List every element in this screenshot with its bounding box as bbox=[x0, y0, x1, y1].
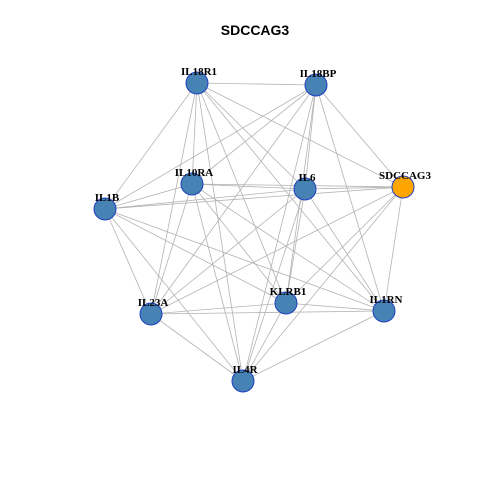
edge-il18r1-il10ra bbox=[191, 82, 198, 185]
edge-il18r1-il1b bbox=[104, 82, 198, 210]
node-klrb1[interactable] bbox=[274, 291, 298, 315]
node-il6[interactable] bbox=[293, 177, 317, 201]
node-label-il23a: IL23A bbox=[138, 297, 169, 309]
edge-il23a-il4r bbox=[150, 313, 244, 382]
edge-il6-klrb1 bbox=[285, 188, 306, 304]
edge-il18r1-il18bp bbox=[196, 82, 317, 86]
edge-il18r1-il1rn bbox=[196, 82, 385, 312]
edge-klrb1-il4r bbox=[242, 302, 287, 382]
edge-il18bp-sdccag3 bbox=[315, 84, 404, 188]
node-il23a[interactable] bbox=[139, 302, 163, 326]
edges-layer bbox=[104, 82, 404, 382]
edge-il10ra-il23a bbox=[150, 183, 193, 315]
edge-il1rn-il4r bbox=[242, 310, 385, 382]
edge-il1rn-il23a bbox=[150, 310, 385, 315]
edge-sdccag3-il4r bbox=[242, 186, 404, 382]
edge-klrb1-il23a bbox=[150, 302, 287, 315]
edge-il18bp-il4r bbox=[242, 84, 317, 382]
edge-il18r1-il6 bbox=[196, 82, 306, 190]
edge-klrb1-il1rn bbox=[285, 302, 385, 312]
node-label-il18bp: IL18BP bbox=[300, 68, 337, 80]
graph-title: SDCCAG3 bbox=[221, 22, 290, 38]
node-il1b[interactable] bbox=[93, 197, 117, 221]
node-label-il18r1: IL18R1 bbox=[181, 66, 217, 78]
edge-sdccag3-il1rn bbox=[383, 186, 404, 312]
edge-sdccag3-klrb1 bbox=[285, 186, 404, 304]
edge-il10ra-il1b bbox=[104, 183, 193, 210]
edge-il10ra-il6 bbox=[191, 183, 306, 190]
edge-sdccag3-il1b bbox=[104, 186, 404, 210]
node-label-sdccag3: SDCCAG3 bbox=[379, 170, 431, 182]
node-il10ra[interactable] bbox=[180, 172, 204, 196]
node-label-klrb1: KLRB1 bbox=[270, 286, 307, 298]
node-il4r[interactable] bbox=[231, 369, 255, 393]
edge-sdccag3-il23a bbox=[150, 186, 404, 315]
node-il18r1[interactable] bbox=[185, 71, 209, 95]
edge-il10ra-il1rn bbox=[191, 183, 385, 312]
edge-il6-il4r bbox=[242, 188, 306, 382]
node-label-il6: IL6 bbox=[298, 172, 316, 184]
edge-il18r1-sdccag3 bbox=[196, 82, 404, 188]
edge-il18r1-il4r bbox=[196, 82, 244, 382]
node-label-il1rn: IL1RN bbox=[369, 294, 402, 306]
node-sdccag3[interactable] bbox=[391, 175, 415, 199]
edge-il18r1-il23a bbox=[150, 82, 198, 315]
nodes-layer bbox=[93, 71, 415, 393]
edge-il6-il1b bbox=[104, 188, 306, 210]
edge-il18bp-il10ra bbox=[191, 84, 317, 185]
edge-il1b-il1rn bbox=[104, 208, 385, 312]
edge-il18bp-il1b bbox=[104, 84, 317, 210]
edge-il1b-klrb1 bbox=[104, 208, 287, 304]
node-label-il4r: IL4R bbox=[232, 364, 258, 376]
node-il18bp[interactable] bbox=[304, 73, 328, 97]
edge-il6-il1rn bbox=[304, 188, 385, 312]
node-label-il1b: IL1B bbox=[95, 192, 120, 204]
edge-il1b-il23a bbox=[104, 208, 152, 315]
edge-il10ra-il4r bbox=[191, 183, 244, 382]
edge-il6-il23a bbox=[150, 188, 306, 315]
edge-il6-sdccag3 bbox=[304, 186, 404, 190]
edge-il1b-il4r bbox=[104, 208, 244, 382]
node-label-il10ra: IL10RA bbox=[175, 167, 214, 179]
edge-il18bp-il1rn bbox=[315, 84, 385, 312]
edge-il18bp-il6 bbox=[304, 84, 317, 190]
node-il1rn[interactable] bbox=[372, 299, 396, 323]
edge-il10ra-klrb1 bbox=[191, 183, 287, 304]
